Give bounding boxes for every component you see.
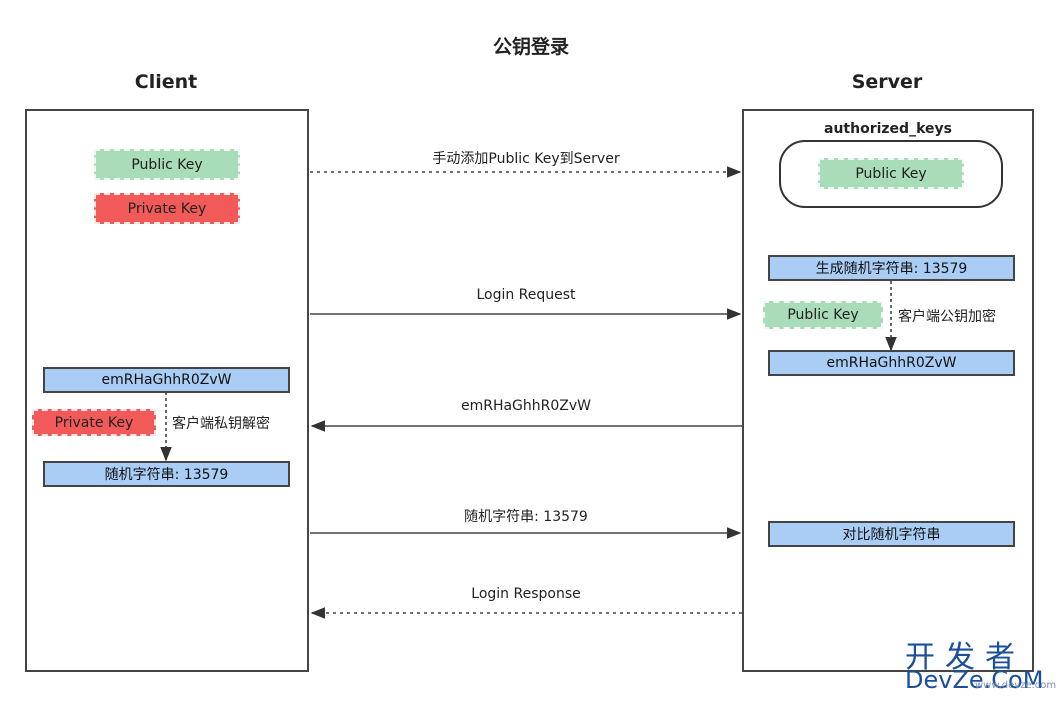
authorized-keys-container (779, 140, 1003, 208)
client-title: Client (134, 71, 198, 93)
client-private-key-decrypt: Private Key (32, 409, 156, 436)
diagram-title: 公钥登录 (492, 36, 569, 58)
answer-label: 随机字符串: 13579 (464, 509, 588, 525)
client-random-box: 随机字符串: 13579 (43, 461, 290, 487)
watermark-sub: www.devze.com (975, 680, 1057, 691)
client-private-key: Private Key (94, 193, 240, 224)
server-stored-public-key: Public Key (818, 158, 964, 189)
client-decrypt-note: 客户端私钥解密 (172, 416, 270, 432)
authorized-keys-label: authorized_keys (824, 121, 952, 137)
server-public-key-encrypt: Public Key (763, 301, 883, 329)
add-key-label: 手动添加Public Key到Server (432, 151, 620, 167)
watermark-en: DevZe.CoM (905, 666, 1044, 694)
server-title: Server (851, 71, 923, 93)
server-generate-box: 生成随机字符串: 13579 (768, 255, 1015, 281)
client-encrypted-box: emRHaGhhR0ZvW (43, 367, 290, 393)
login-response-label: Login Response (471, 586, 581, 602)
login-request-label: Login Request (476, 287, 576, 303)
server-compare-box: 对比随机字符串 (768, 521, 1015, 547)
server-encrypt-note: 客户端公钥加密 (898, 309, 996, 325)
watermark-cn: 开发者 (905, 640, 1025, 675)
challenge-label: emRHaGhhR0ZvW (460, 398, 592, 414)
client-public-key: Public Key (94, 149, 240, 180)
server-encrypted-box: emRHaGhhR0ZvW (768, 350, 1015, 376)
